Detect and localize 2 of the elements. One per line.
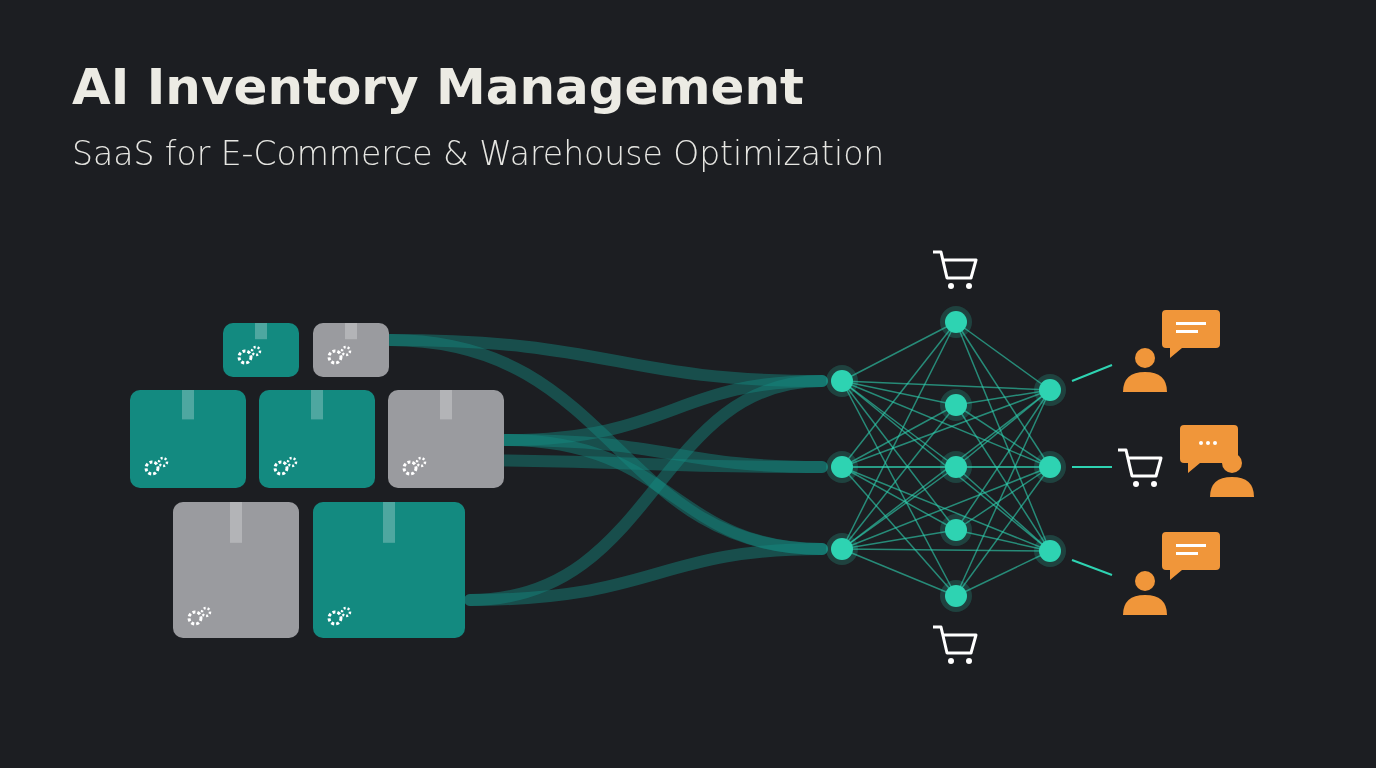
subtitle: SaaS for E-Commerce & Warehouse Optimization — [72, 134, 885, 173]
title: AI Inventory Management — [72, 58, 804, 116]
